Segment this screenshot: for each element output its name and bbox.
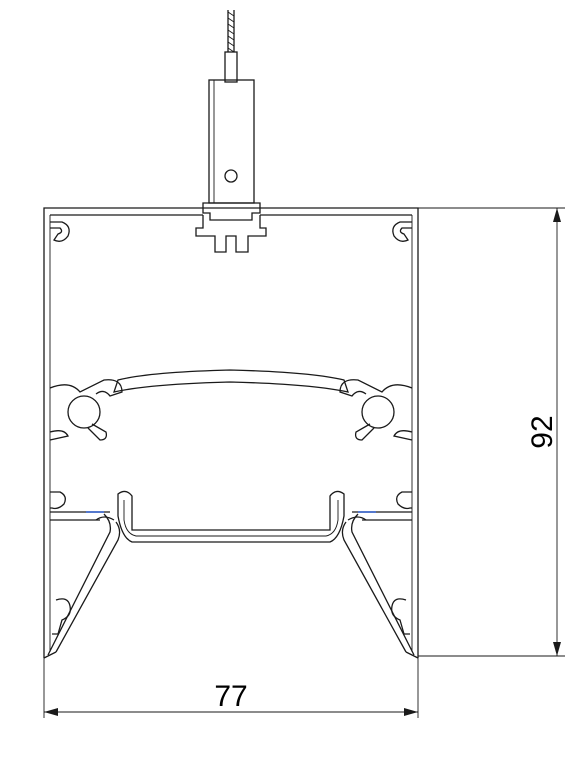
- width-dimension: 77: [43, 658, 419, 718]
- hanger-bracket: [202, 79, 261, 221]
- top-t-slot: [195, 215, 267, 253]
- hook-lower-right: [396, 491, 412, 510]
- arrow-up-icon: [553, 208, 561, 222]
- arrow-left-icon: [44, 708, 58, 716]
- lower-wall-right: [341, 513, 415, 656]
- height-dimension: 92: [418, 207, 565, 657]
- bracket-hole-icon: [224, 169, 238, 183]
- suspension-cable: [224, 10, 238, 83]
- arrow-down-icon: [553, 642, 561, 656]
- profile-housing: [43, 207, 419, 659]
- hook-top-right: [392, 221, 412, 242]
- upper-diffuser: [113, 369, 349, 393]
- led-channel: [117, 490, 345, 543]
- arrow-right-icon: [404, 708, 418, 716]
- hook-lower-left: [50, 491, 66, 510]
- clip-middle-left: [49, 379, 123, 441]
- height-dimension-label: 92: [526, 415, 559, 448]
- lower-wall-left: [47, 513, 121, 656]
- hook-top-left: [50, 221, 70, 242]
- clip-middle-right: [339, 379, 413, 441]
- width-dimension-label: 77: [214, 680, 247, 713]
